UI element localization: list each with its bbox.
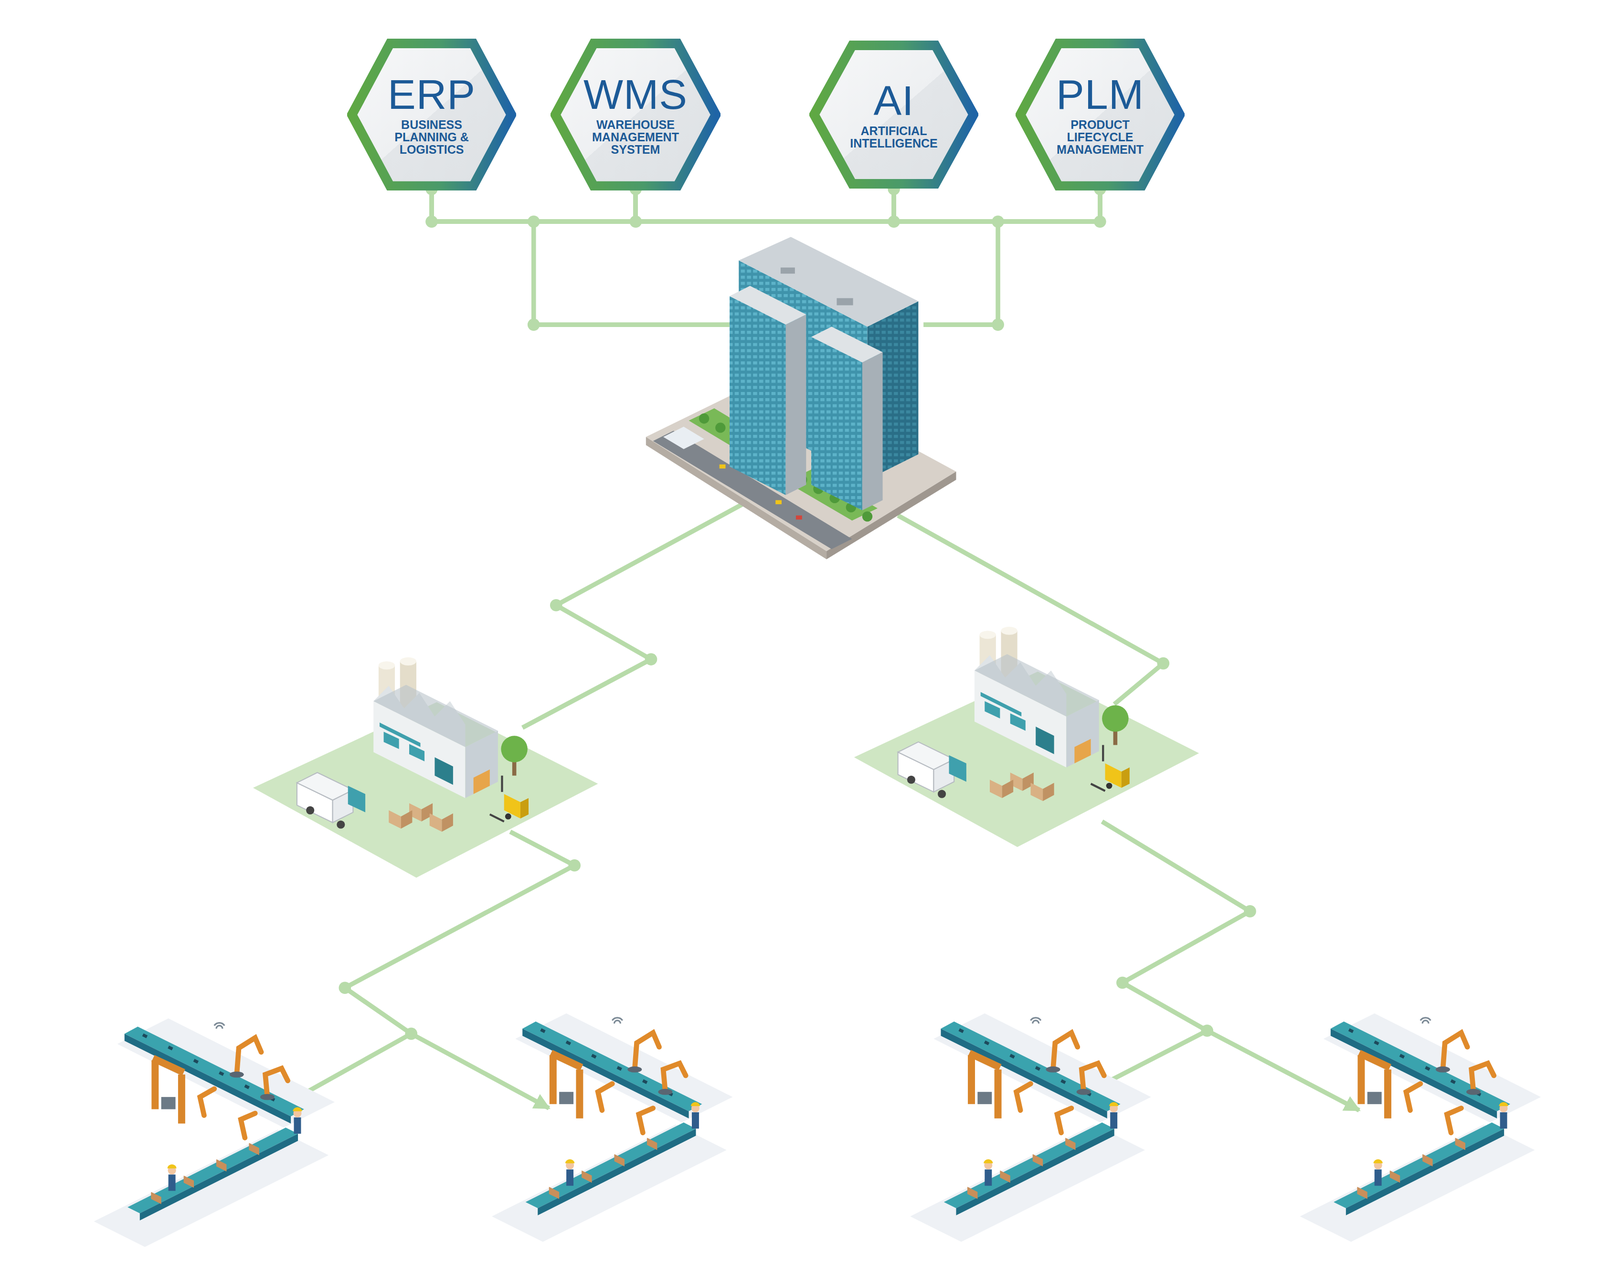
network-dot [404,1027,418,1041]
network-line [533,221,730,325]
hexagon-outline [351,43,512,187]
hexagon-node: AIARTIFICIAL INTELLIGENCE [809,40,979,189]
headquarters-building [862,511,873,522]
hexagon-outline [1020,43,1180,187]
headquarters-building [663,426,704,450]
hexagon-node: WMSWAREHOUSE MANAGEMENT SYSTEM [550,38,721,191]
network-line [297,1033,412,1098]
network-connector [431,190,636,222]
system-description: PRODUCT LIFECYCLE MANAGEMENT [1052,118,1148,157]
headquarters-building [729,286,806,325]
production-line [491,1013,733,1243]
production-line [910,1013,1151,1243]
headquarters-building [646,236,957,560]
network-line [344,831,575,1034]
network-line [1103,1030,1208,1084]
system-acronym: ERP [387,73,476,116]
network-dot [991,318,1005,331]
headquarters-building [785,314,807,496]
headquarters-building [699,413,710,424]
network-dot [527,318,541,331]
factory-site [253,657,598,879]
network-dot [550,599,563,612]
hexagon-node: ERPBUSINESS PLANNING & LOGISTICS [347,38,517,191]
system-acronym: WMS [583,73,688,116]
network-dot [1200,1024,1214,1038]
headquarters-building [811,337,863,511]
system-acronym: PLM [1056,73,1145,116]
network-connector [893,188,1101,222]
headquarters-building [719,464,726,469]
network-dot [1243,905,1257,918]
hexagon-outline [814,45,974,184]
network-dot [1116,976,1129,990]
hexagon-node: PLMPRODUCT LIFECYCLE MANAGEMENT [1015,38,1185,191]
network-line [522,500,751,729]
headquarters-building [795,515,803,520]
system-description: ARTIFICIAL INTELLIGENCE [842,124,946,150]
production-line [94,1018,335,1248]
network-connector [635,188,894,222]
headquarters-building [729,296,786,496]
network-dot [568,859,581,872]
network-dot [1156,657,1170,670]
network-line [297,221,1360,1111]
network-dot [645,653,658,666]
headquarters-building [775,500,782,505]
headquarters-building [862,352,883,511]
hexagon-outline [555,43,716,187]
system-description: WAREHOUSE MANAGEMENT SYSTEM [587,118,684,157]
system-acronym: AI [873,79,914,122]
headquarters-building [715,422,726,433]
headquarters-building [780,267,795,274]
system-description: BUSINESS PLANNING & LOGISTICS [391,118,473,157]
headquarters-building [836,298,853,306]
factory-site [854,626,1199,848]
headquarters-building [795,515,803,520]
headquarters-building [811,326,883,363]
network-dot [339,182,1257,1040]
production-line [1300,1013,1541,1243]
network-line [923,221,998,325]
network-dot [339,981,352,995]
network-line [1101,821,1251,1031]
